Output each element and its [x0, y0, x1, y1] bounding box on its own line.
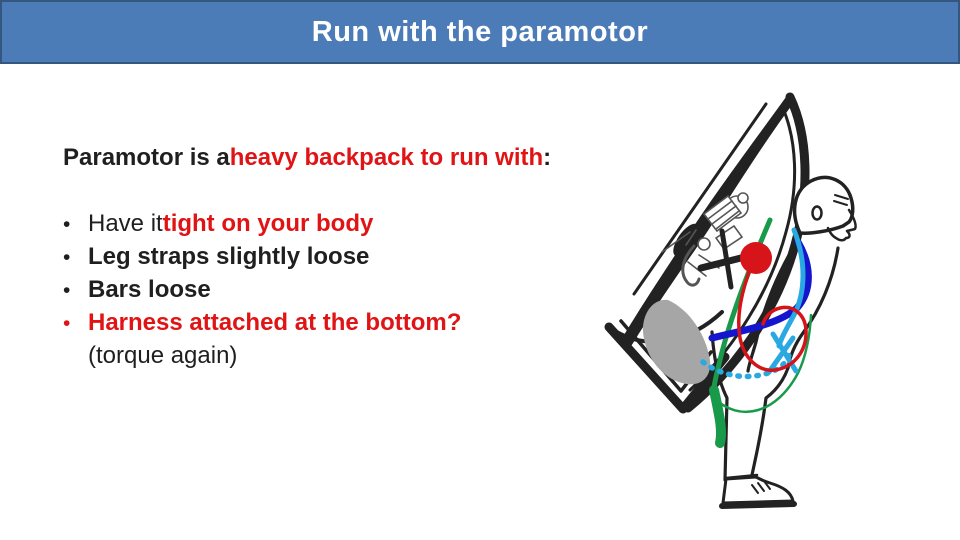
- continuation-line: (torque again): [63, 339, 551, 372]
- cage-rim-inner: [688, 104, 797, 392]
- cyan-shoulder-strap: [776, 227, 806, 349]
- bullet-item: • Bars loose: [63, 273, 551, 306]
- face-profile: [826, 208, 857, 242]
- attachment-point-dot: [740, 242, 772, 274]
- bullet-item: • Harness attached at the bottom?: [63, 306, 551, 339]
- helmet-vents: [833, 194, 849, 206]
- propeller-blade-edge: [632, 102, 768, 296]
- helmet: [792, 175, 855, 235]
- engine-cap: [737, 192, 749, 204]
- bullet-marker: •: [63, 213, 71, 236]
- text-segment: (torque again): [88, 342, 238, 369]
- shoe-sole: [719, 501, 797, 509]
- shoe-laces: [751, 480, 771, 494]
- bullet-item: • Leg straps slightly loose: [63, 240, 551, 273]
- propeller-hub: [673, 223, 699, 257]
- cage-bottom-frame: [604, 322, 730, 414]
- shoe: [721, 475, 795, 505]
- propeller-blade: [621, 97, 792, 348]
- bullet-marker: •: [63, 312, 71, 335]
- seat-board: [642, 299, 711, 385]
- ear: [811, 205, 823, 221]
- text-segment: Have it: [88, 210, 163, 237]
- text-segment: heavy backpack to run with: [229, 144, 544, 171]
- engine-carb: [697, 237, 711, 251]
- frame-bar-vertical: [719, 228, 734, 290]
- pilot-back: [746, 236, 801, 373]
- text-segment: Leg straps slightly loose: [88, 243, 370, 270]
- text-segment: Harness attached at the bottom?: [88, 309, 462, 336]
- red-strap-loop: [737, 262, 808, 372]
- pilot-leg-front: [749, 366, 790, 482]
- green-leg-loop: [711, 313, 813, 413]
- pilot-group: [710, 175, 857, 509]
- dotted-hip-strap: [700, 348, 793, 380]
- exhaust-pipe: [681, 244, 701, 287]
- text-segment: Paramotor is a: [63, 144, 230, 171]
- slide-body: Paramotor is a heavy backpack to run wit…: [63, 141, 551, 372]
- bullet-list: • Have it tight on your body • Leg straps s…: [63, 207, 551, 372]
- bullet-marker: •: [63, 279, 71, 302]
- text-segment: Bars loose: [88, 276, 211, 303]
- text-segment: :: [543, 144, 552, 171]
- green-strap-tail: [709, 385, 727, 448]
- bullet-marker: •: [63, 246, 71, 269]
- bullet-item: • Have it tight on your body: [63, 207, 551, 240]
- title-bar: Run with the paramotor: [0, 0, 960, 64]
- engine-fins: [707, 200, 740, 230]
- engine-group: [661, 192, 761, 290]
- intro-line: Paramotor is a heavy backpack to run wit…: [63, 141, 551, 174]
- harness-straps-group: [700, 217, 813, 448]
- slide-title: Run with the paramotor: [311, 15, 649, 48]
- engine-scribbles: [661, 229, 720, 277]
- text-segment: tight on your body: [162, 210, 374, 237]
